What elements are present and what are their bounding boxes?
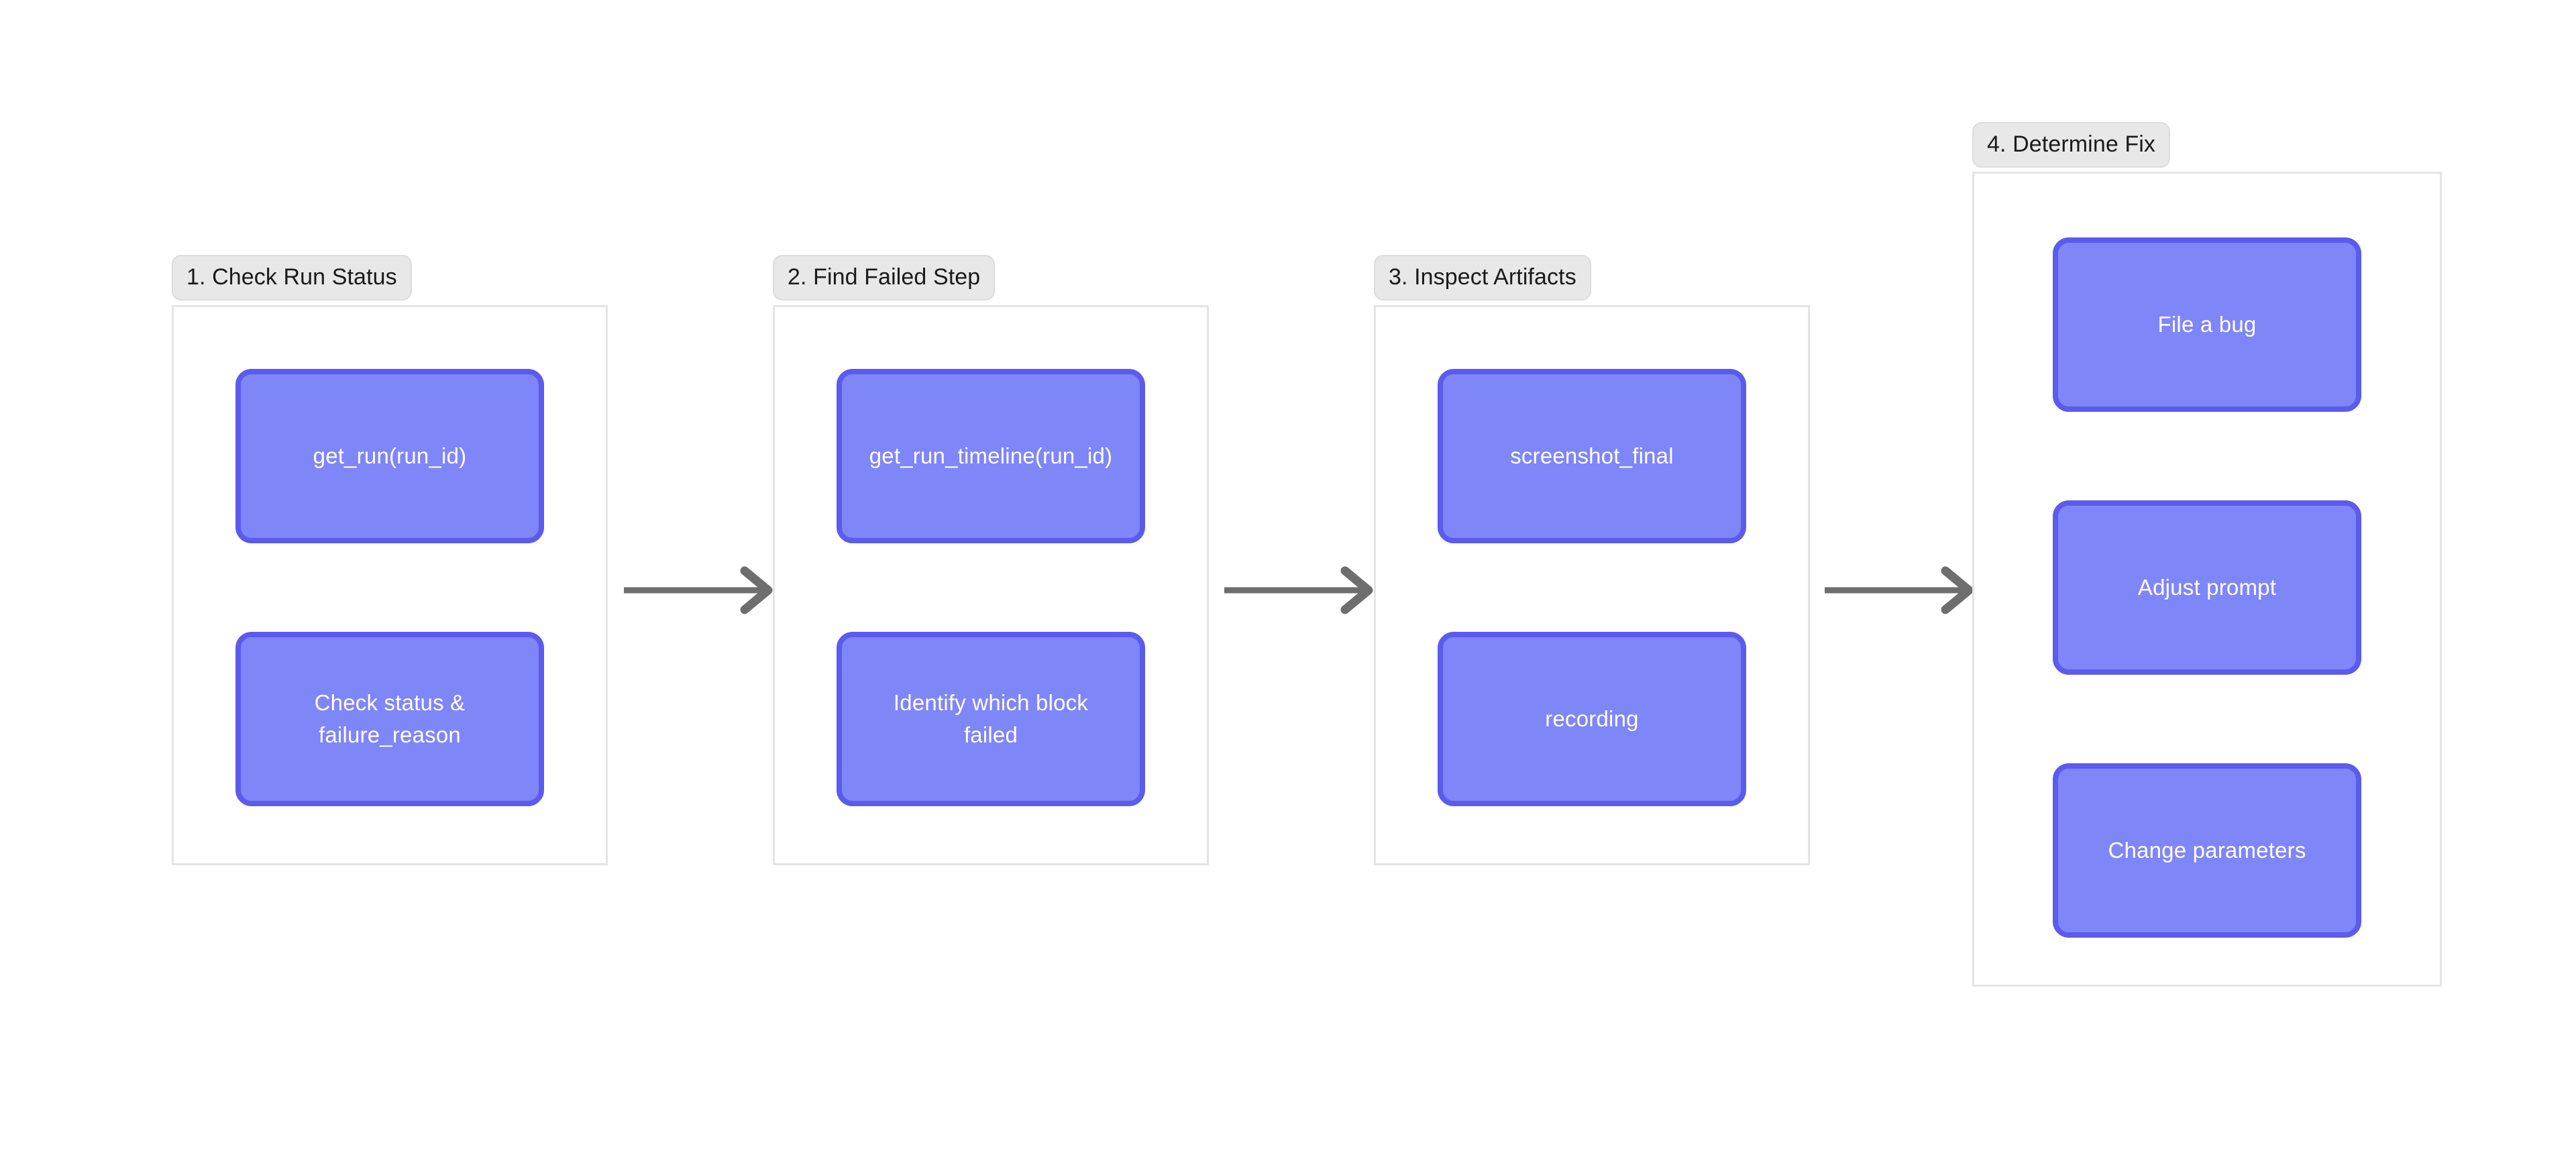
node-file-a-bug[interactable]: File a bug: [2053, 237, 2361, 412]
group-check-run-status: 1. Check Run Status get_run(run_id) Chec…: [172, 255, 614, 865]
connector-arrow-1-2: [624, 566, 778, 614]
connector-arrow-3-4: [1825, 566, 1979, 614]
group-find-failed-step: 2. Find Failed Step get_run_timeline(run…: [773, 255, 1216, 865]
node-change-parameters[interactable]: Change parameters: [2053, 763, 2361, 938]
node-get-run-timeline[interactable]: get_run_timeline(run_id): [837, 369, 1145, 543]
node-get-run[interactable]: get_run(run_id): [235, 369, 544, 543]
node-check-status[interactable]: Check status & failure_reason: [235, 632, 544, 806]
group-label-find-failed-step: 2. Find Failed Step: [773, 255, 996, 300]
node-adjust-prompt[interactable]: Adjust prompt: [2053, 500, 2361, 675]
node-screenshot-final[interactable]: screenshot_final: [1438, 369, 1746, 543]
group-label-determine-fix: 4. Determine Fix: [1972, 122, 2171, 168]
node-identify-block[interactable]: Identify which block failed: [837, 632, 1145, 806]
connector-arrow-2-3: [1224, 566, 1379, 614]
group-inspect-artifacts: 3. Inspect Artifacts screenshot_final re…: [1374, 255, 1817, 865]
group-determine-fix: 4. Determine Fix File a bug Adjust promp…: [1972, 122, 2449, 987]
group-label-check-run-status: 1. Check Run Status: [172, 255, 412, 300]
node-recording[interactable]: recording: [1438, 632, 1746, 806]
group-label-inspect-artifacts: 3. Inspect Artifacts: [1374, 255, 1591, 300]
